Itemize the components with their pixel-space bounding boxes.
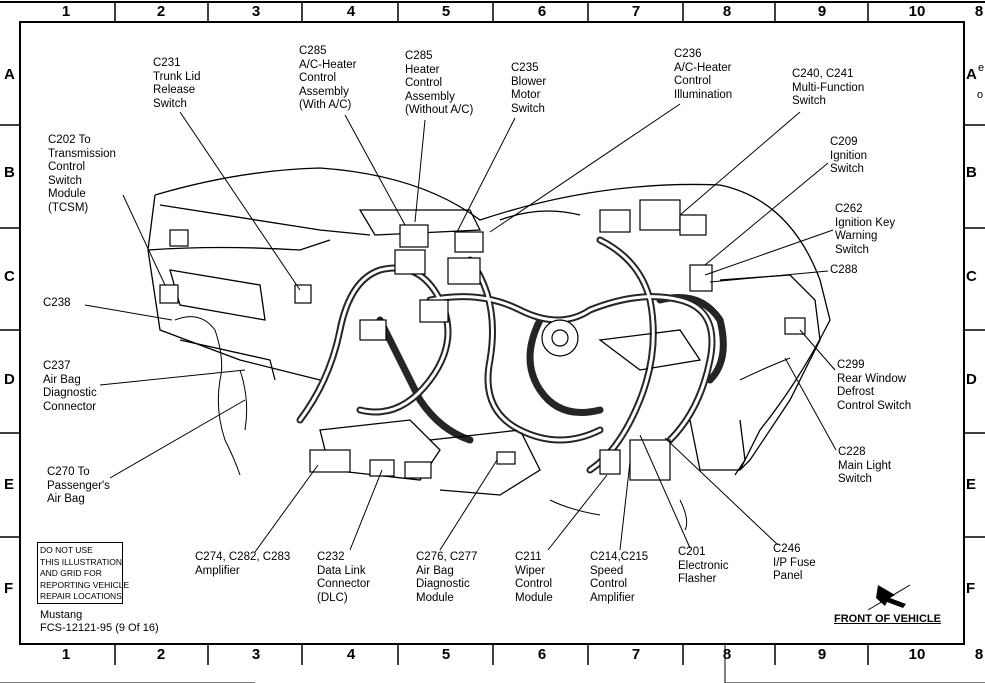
grid-col-4: 4 [346, 3, 356, 20]
grid-col-edge: 8 [974, 3, 984, 20]
grid-row-e-right: E [966, 476, 977, 493]
grid-col-1-bottom: 1 [61, 646, 71, 663]
grid-row-a-right: A [966, 66, 977, 83]
label-c201: C201 Electronic Flasher [678, 546, 729, 586]
grid-col-4-bottom: 4 [346, 646, 356, 663]
grid-col-6: 6 [537, 3, 547, 20]
grid-row-e: E [4, 476, 15, 493]
label-c236: C236 A/C-Heater Control Illumination [674, 48, 732, 101]
grid-col-2-bottom: 2 [156, 646, 166, 663]
grid-col-8: 8 [722, 3, 732, 20]
front-of-vehicle-label: FRONT OF VEHICLE [834, 613, 941, 625]
label-c246: C246 I/P Fuse Panel [773, 543, 816, 583]
grid-col-1: 1 [61, 3, 71, 20]
grid-col-3: 3 [251, 3, 261, 20]
grid-row-f: F [4, 580, 14, 597]
label-c285-with-ac: C285 A/C-Heater Control Assembly (With A… [299, 45, 357, 112]
label-c299: C299 Rear Window Defrost Control Switch [837, 359, 912, 412]
grid-row-a: A [4, 66, 15, 83]
label-c231: C231 Trunk Lid Release Switch [153, 57, 201, 110]
label-c285-without-ac: C285 Heater Control Assembly (Without A/… [405, 50, 474, 117]
grid-col-7-bottom: 7 [631, 646, 641, 663]
label-c238: C238 [43, 297, 71, 309]
label-c202: C202 To Transmission Control Switch Modu… [48, 134, 116, 214]
label-c211: C211 Wiper Control Module [515, 551, 553, 604]
grid-col-2: 2 [156, 3, 166, 20]
grid-col-10: 10 [908, 3, 926, 20]
label-c274-c282-c283: C274, C282, C283 Amplifier [195, 551, 291, 577]
grid-row-c-right: C [966, 268, 977, 285]
grid-col-edge-bottom: 8 [974, 646, 984, 663]
grid-col-3-bottom: 3 [251, 646, 261, 663]
label-c235: C235 Blower Motor Switch [511, 62, 547, 115]
label-c232: C232 Data Link Connector (DLC) [317, 551, 371, 604]
grid-row-b-right: B [966, 164, 977, 181]
grid-col-8-bottom: 8 [722, 646, 732, 663]
label-c288: C288 [830, 264, 858, 276]
edge-fragment-e: e [978, 62, 985, 74]
grid-col-5-bottom: 5 [441, 646, 451, 663]
grid-col-5: 5 [441, 3, 451, 20]
edge-fragment-o: o [977, 89, 984, 101]
grid-col-10-bottom: 10 [908, 646, 926, 663]
grid-col-9: 9 [817, 3, 827, 20]
label-c237: C237 Air Bag Diagnostic Connector [43, 360, 97, 413]
grid-col-6-bottom: 6 [537, 646, 547, 663]
label-c276-c277: C276, C277 Air Bag Diagnostic Module [416, 551, 478, 604]
disclaimer-box: DO NOT USE THIS ILLUSTRATION AND GRID FO… [37, 542, 129, 604]
grid-row-c: C [4, 268, 15, 285]
label-c262: C262 Ignition Key Warning Switch [835, 203, 896, 256]
footer-code: FCS-12121-95 (9 Of 16) [40, 622, 159, 634]
label-c228: C228 Main Light Switch [838, 446, 892, 486]
grid-row-b: B [4, 164, 15, 181]
label-c209: C209 Ignition Switch [830, 136, 868, 176]
label-c240-c241: C240, C241 Multi-Function Switch [792, 68, 865, 108]
label-c270: C270 To Passenger's Air Bag [47, 466, 110, 506]
grid-col-7: 7 [631, 3, 641, 20]
grid-col-9-bottom: 9 [817, 646, 827, 663]
grid-row-f-right: F [966, 580, 976, 597]
footer-model: Mustang [40, 609, 83, 621]
grid-row-d-right: D [966, 371, 977, 388]
grid-row-d: D [4, 371, 15, 388]
label-c214-c215: C214,C215 Speed Control Amplifier [590, 551, 649, 604]
